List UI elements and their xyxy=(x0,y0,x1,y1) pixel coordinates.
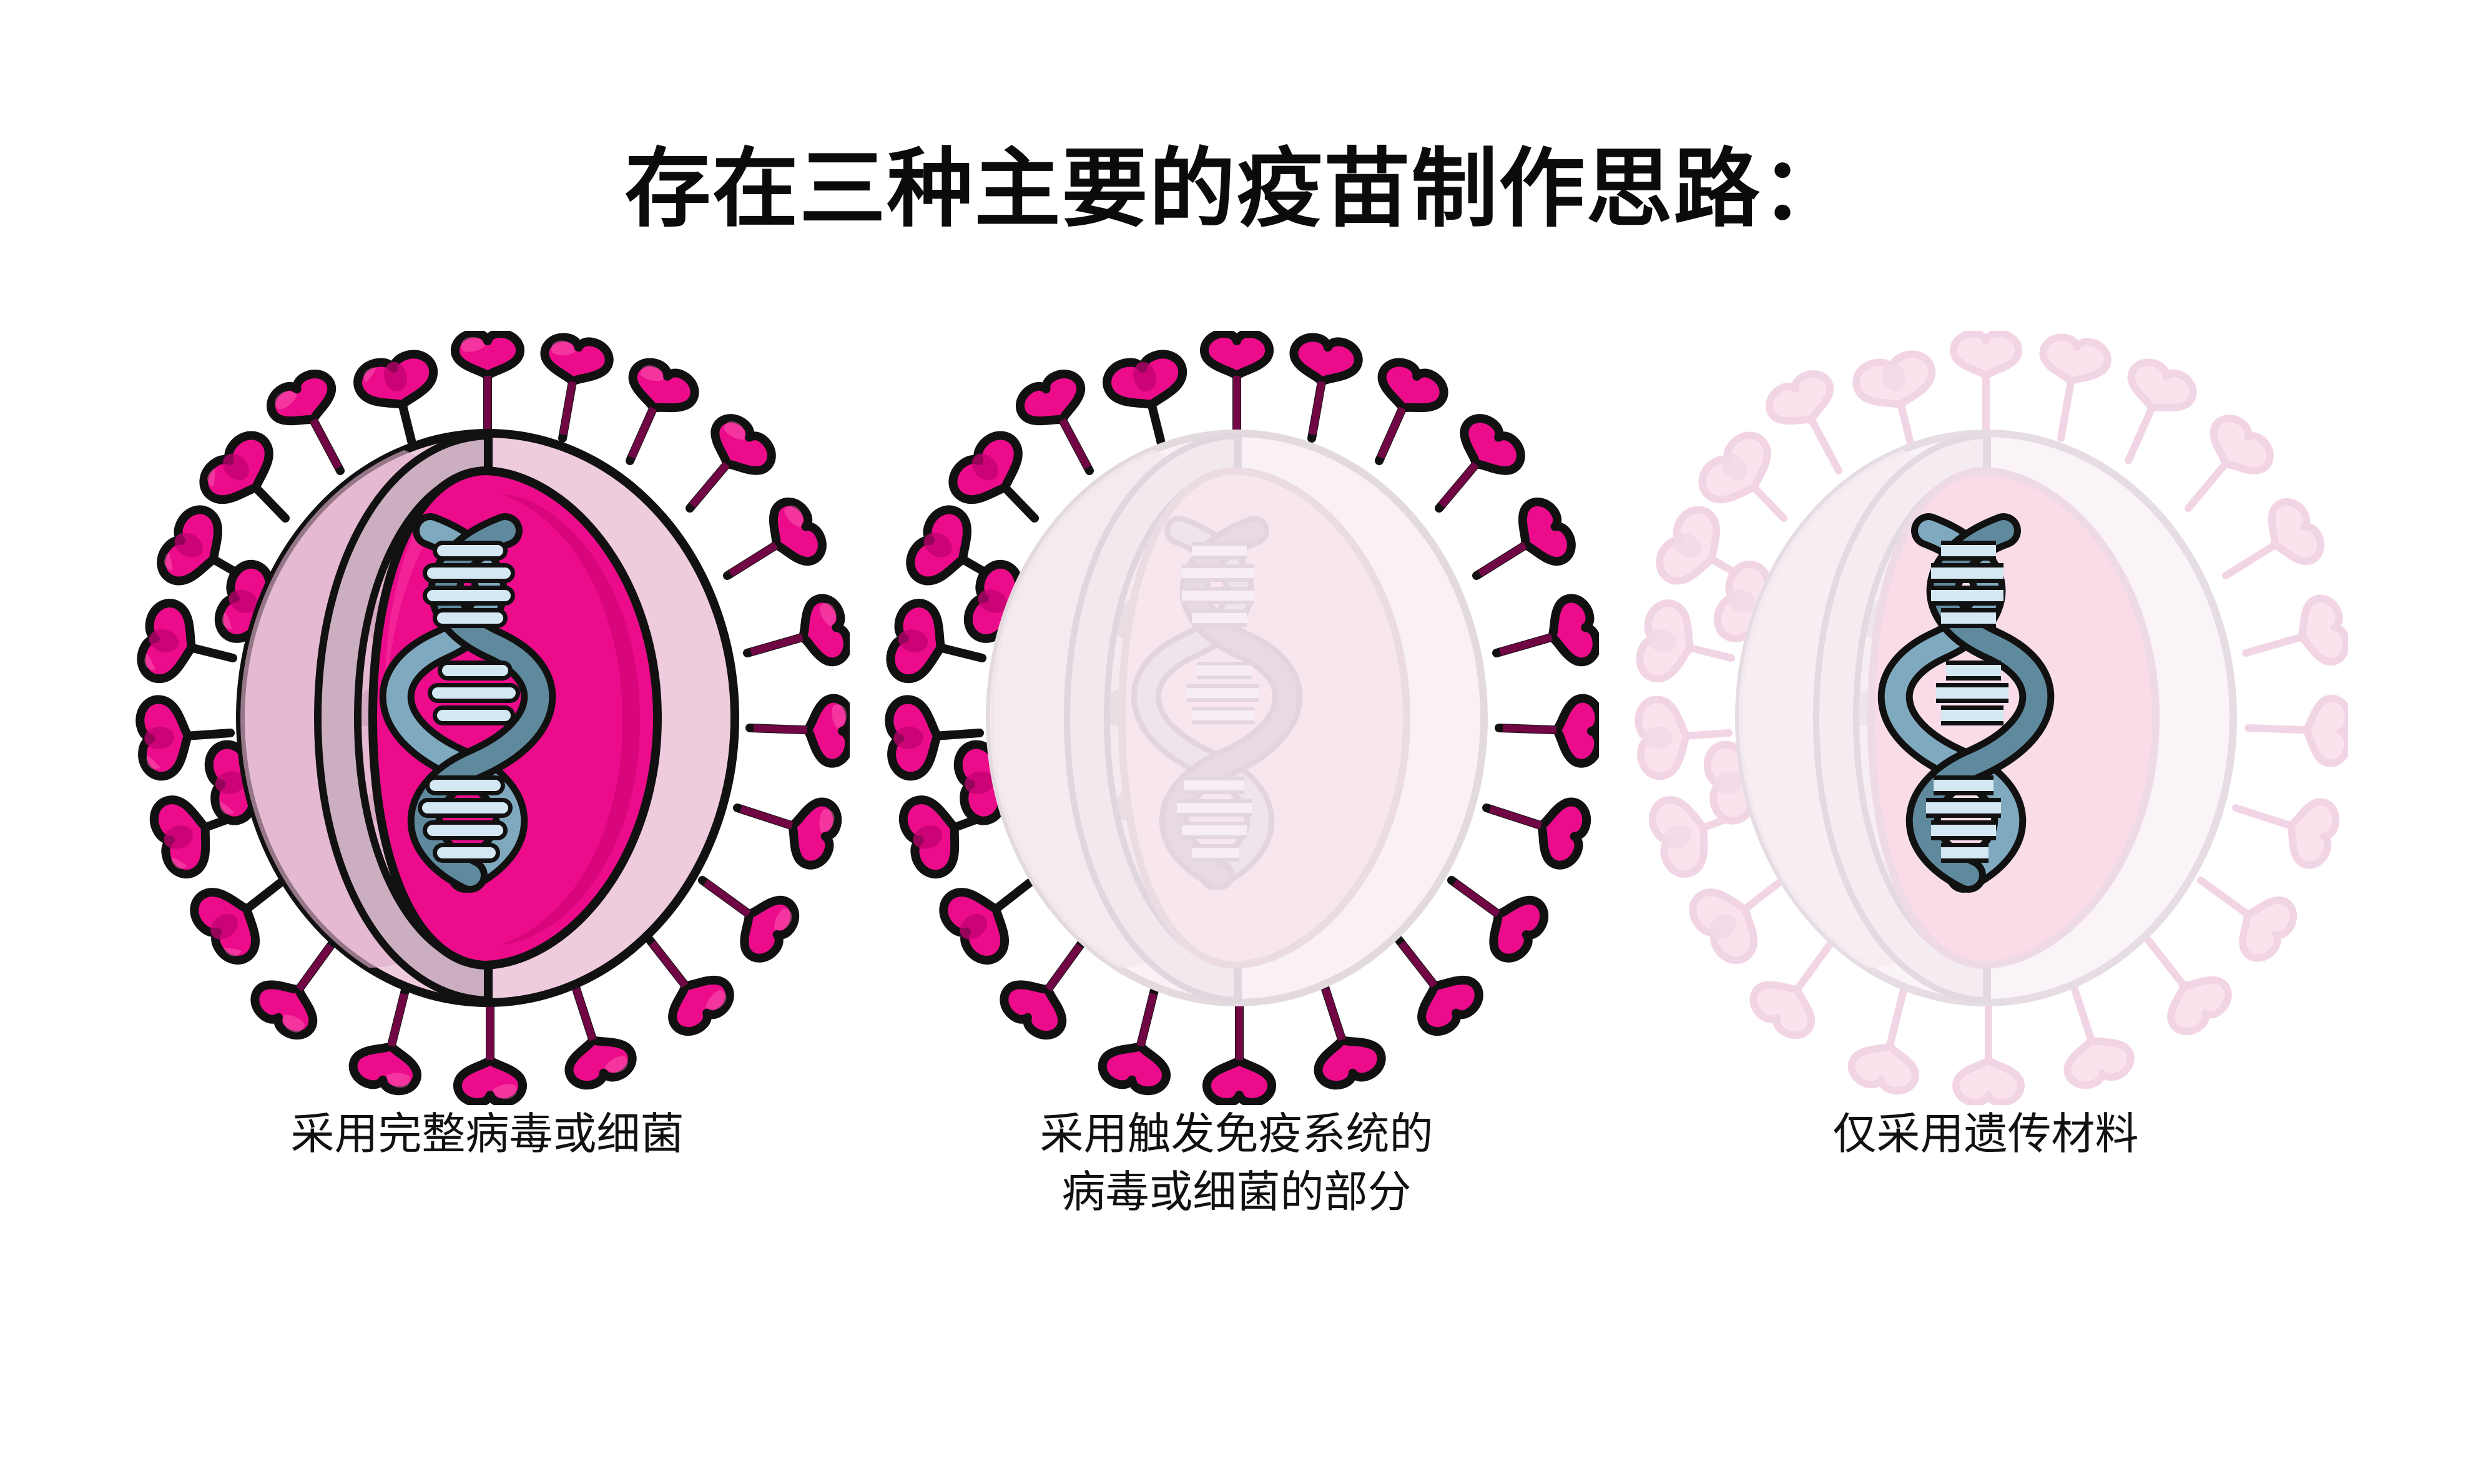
inner-membrane-faded xyxy=(1063,433,1240,1003)
caption-line: 采用完整病毒或细菌 xyxy=(290,1109,684,1158)
inner-membrane-faded xyxy=(1812,433,1989,1003)
dna-helix xyxy=(1877,513,2054,893)
caption-line: 病毒或细菌的部分 xyxy=(1061,1167,1412,1217)
dna-helix-faded xyxy=(1131,516,1302,890)
virus-illustration-whole xyxy=(125,331,850,1105)
panel-subunit xyxy=(862,325,1611,1111)
panel-captions: 采用完整病毒或细菌 采用触发免疫系统的 病毒或细菌的部分 仅采用遗传材料 xyxy=(0,1105,2473,1292)
dna-helix xyxy=(379,513,556,893)
caption-line: 采用触发免疫系统的 xyxy=(1040,1109,1433,1158)
panel-genetic xyxy=(1611,325,2361,1111)
panel-whole-pathogen xyxy=(113,325,862,1111)
caption-whole-pathogen: 采用完整病毒或细菌 xyxy=(113,1105,862,1163)
page-title: 存在三种主要的疫苗制作思路： xyxy=(624,141,1849,237)
caption-genetic: 仅采用遗传材料 xyxy=(1611,1105,2361,1163)
inner-membrane xyxy=(313,432,491,1004)
caption-line: 仅采用遗传材料 xyxy=(1832,1109,2139,1158)
virus-illustration-subunit xyxy=(875,331,1599,1105)
virus-illustration-genetic xyxy=(1624,331,2348,1105)
caption-subunit: 采用触发免疫系统的 病毒或细菌的部分 xyxy=(862,1105,1611,1221)
virus-panels xyxy=(0,325,2473,1111)
